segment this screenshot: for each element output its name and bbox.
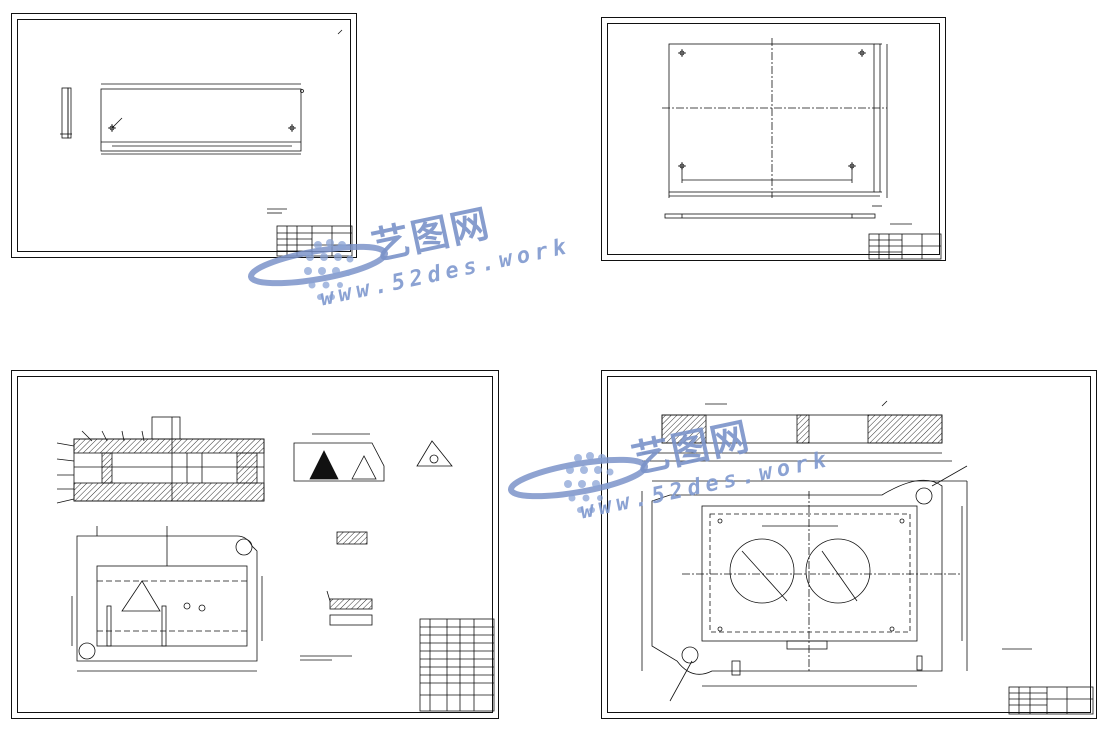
cad-drawing-rect-plate <box>662 38 942 260</box>
drawing-sheet-bottom-right[interactable] <box>601 370 1097 719</box>
cad-drawing-plate-top-view <box>60 29 353 257</box>
watermark-title: 艺图网 <box>367 200 495 269</box>
drawing-sheet-bottom-left[interactable] <box>11 370 499 719</box>
cad-drawing-die-assembly <box>56 416 495 712</box>
sheet-border <box>17 376 493 713</box>
sheet-border <box>607 23 940 255</box>
sheet-border <box>607 376 1091 713</box>
cad-drawing-die-plate <box>641 400 1094 715</box>
drawing-sheet-top-left[interactable] <box>11 13 357 258</box>
sheet-border <box>17 19 351 252</box>
drawing-sheet-top-right[interactable] <box>601 17 946 261</box>
